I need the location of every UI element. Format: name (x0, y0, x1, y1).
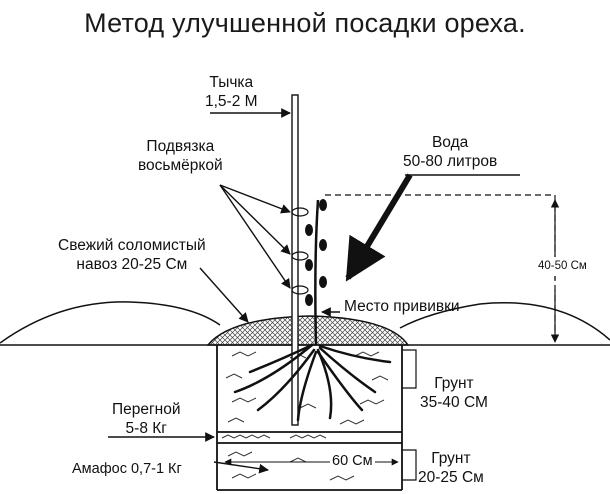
figure-eight-ties (291, 207, 309, 295)
soil-texture (221, 351, 389, 481)
tie-arrow-2 (219, 184, 291, 255)
manure-mound (206, 315, 410, 346)
graft-label: Место прививки (344, 298, 460, 315)
width-label: 60 См (330, 452, 375, 471)
left-mound (0, 301, 221, 344)
water-arrow (345, 173, 413, 282)
seedling-leaves (305, 199, 327, 306)
soil-bottom-bracket (402, 449, 417, 481)
ammophos-arrow (213, 461, 269, 474)
roots (233, 343, 392, 422)
manure-arrow (199, 267, 249, 323)
diagram-title: Метод улучшенной посадки ореха. (84, 8, 526, 38)
planting-pit (216, 345, 403, 491)
height-label: 40-50 См (536, 257, 589, 276)
tie-arrow-3 (219, 184, 291, 289)
ammophos-label: Амафос 0,7-1 Кг (72, 461, 182, 477)
right-mound (399, 302, 610, 341)
soil-top-bracket (402, 349, 417, 389)
tie-arrow-1 (219, 184, 291, 214)
seedling-stem (314, 199, 320, 346)
